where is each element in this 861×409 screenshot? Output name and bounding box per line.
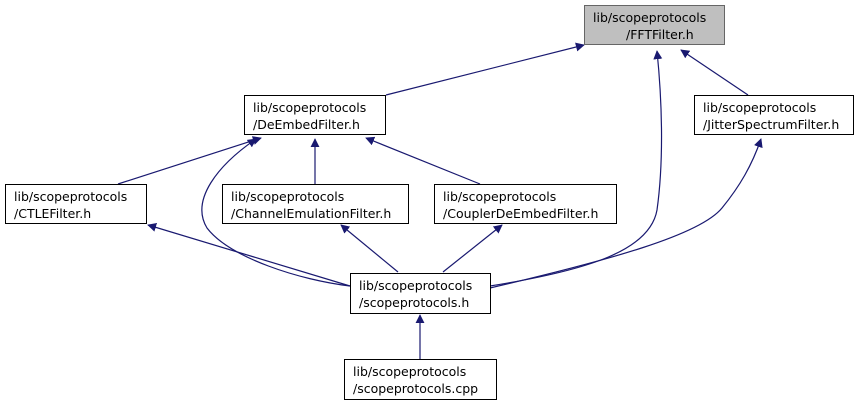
- node-scopeprotocols-h-line1: lib/scopeprotocols: [359, 278, 473, 293]
- edge-scopeprotocols-to-ctle: [147, 223, 351, 287]
- node-couplerdeembedfilter-line1: lib/scopeprotocols: [443, 189, 557, 204]
- node-fftfilter: lib/scopeprotocols /FFTFilter.h: [584, 5, 725, 45]
- edge-deembed-to-fft: [385, 42, 585, 96]
- edge-jitter-to-fft: [680, 49, 749, 96]
- edge-ctle-to-deembed: [117, 136, 262, 185]
- node-channelemulationfilter-line2: /ChannelEmulationFilter.h: [231, 206, 392, 221]
- node-couplerdeembedfilter[interactable]: lib/scopeprotocols /CouplerDeEmbedFilter…: [434, 184, 617, 224]
- edge-scopeprotocols-to-coupler: [442, 224, 503, 273]
- edge-scopeprotocols-to-deembed: [201, 138, 351, 287]
- edge-coupler-to-deembed: [365, 136, 481, 185]
- edge-scopeprotocols-to-fft: [489, 50, 663, 287]
- node-jitterspectrumfilter-line1: lib/scopeprotocols: [703, 100, 817, 115]
- node-jitterspectrumfilter-line2: /JitterSpectrumFilter.h: [703, 117, 840, 132]
- edge-scopeprotocols-to-channel: [340, 224, 399, 273]
- node-scopeprotocols-cpp-line2: /scopeprotocols.cpp: [353, 381, 479, 396]
- node-deembedfilter[interactable]: lib/scopeprotocols /DeEmbedFilter.h: [244, 95, 386, 135]
- node-deembedfilter-line2: /DeEmbedFilter.h: [253, 117, 360, 132]
- node-channelemulationfilter-line1: lib/scopeprotocols: [231, 189, 345, 204]
- node-fftfilter-line1: lib/scopeprotocols: [593, 10, 707, 25]
- node-couplerdeembedfilter-line2: /CouplerDeEmbedFilter.h: [443, 206, 599, 221]
- node-scopeprotocols-cpp-line1: lib/scopeprotocols: [353, 364, 467, 379]
- edge-scopeprotocols-to-jitter: [489, 138, 763, 289]
- node-scopeprotocols-h[interactable]: lib/scopeprotocols /scopeprotocols.h: [350, 273, 491, 314]
- node-scopeprotocols-h-line2: /scopeprotocols.h: [359, 295, 470, 310]
- node-ctlefilter[interactable]: lib/scopeprotocols /CTLEFilter.h: [5, 184, 147, 224]
- node-deembedfilter-line1: lib/scopeprotocols: [253, 100, 367, 115]
- node-ctlefilter-line1: lib/scopeprotocols: [14, 189, 128, 204]
- node-fftfilter-line2: /FFTFilter.h: [626, 27, 694, 42]
- node-ctlefilter-line2: /CTLEFilter.h: [14, 206, 92, 221]
- node-channelemulationfilter[interactable]: lib/scopeprotocols /ChannelEmulationFilt…: [222, 184, 409, 224]
- node-jitterspectrumfilter[interactable]: lib/scopeprotocols /JitterSpectrumFilter…: [694, 95, 854, 135]
- node-scopeprotocols-cpp[interactable]: lib/scopeprotocols /scopeprotocols.cpp: [344, 359, 497, 400]
